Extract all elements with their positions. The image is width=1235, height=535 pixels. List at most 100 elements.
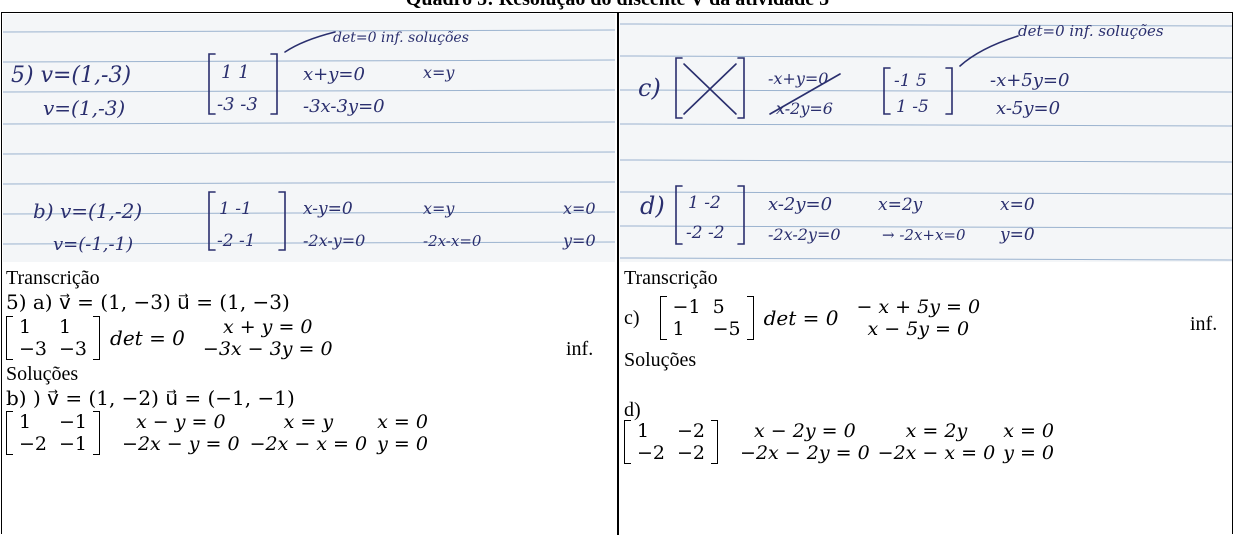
left-row-a: 1 1 −3 −3 det = 0 x + y = 0 −3x − 3y = 0: [6, 316, 333, 360]
svg-text:-2x-y=0: -2x-y=0: [303, 231, 365, 250]
matrix-b-cell: 1: [19, 411, 32, 433]
hw-d-sys1: x-2y=0: [768, 194, 832, 215]
system-b-eq2: −2x − y = 0: [122, 433, 240, 455]
matrix-d-cell: −2: [677, 420, 706, 442]
col-b3-eq1: x = 0: [377, 411, 428, 433]
left-line-b: b) ) v⃗ = (1, −2) u⃗ = (−1, −1): [6, 386, 295, 410]
system-a-eq1: x + y = 0: [222, 316, 313, 338]
hw-a-notes: det=0 inf. soluções: [333, 30, 469, 46]
system-a: x + y = 0 −3x − 3y = 0: [203, 316, 333, 360]
system-b-eq1: x − y = 0: [136, 411, 226, 433]
svg-text:-2 -1: -2 -1: [217, 231, 256, 251]
matrix-c-cell: 1: [672, 318, 685, 340]
system-d-eq1: x − 2y = 0: [754, 420, 856, 442]
hw-b-v: b) v=(1,-2): [33, 199, 142, 223]
system-c: − x + 5y = 0 x − 5y = 0: [856, 296, 980, 340]
handwritten-photo-right: c) -x+y=0 x-2y=6 -1 5 1 -5 -x+5y=0 x-5y=…: [620, 14, 1232, 262]
svg-text:1 -1: 1 -1: [219, 199, 252, 219]
right-row-d: 1−2 −2−2 x − 2y = 0 −2x − 2y = 0 x = 2y …: [624, 420, 1054, 464]
col-b3-eq2: y = 0: [377, 433, 428, 455]
inf-c: inf.: [1190, 313, 1218, 335]
left-transcription-label: Transcrição: [6, 267, 100, 289]
matrix-d-cell: −2: [637, 442, 666, 464]
handwritten-photo-left: 5) v=(1,-3) v=(1,-3) 1 1 -3 -3 x+y=0 -3x…: [3, 14, 615, 262]
figure-title: Quadro 5: Resolução do discente V da ati…: [0, 0, 1235, 10]
label-d: d): [624, 399, 641, 421]
svg-text:-1 5: -1 5: [894, 71, 927, 91]
svg-text:→ -2x+x=0: → -2x+x=0: [882, 226, 966, 244]
hw-c-sys2: x-5y=0: [996, 98, 1060, 119]
svg-text:1 1: 1 1: [221, 62, 250, 83]
svg-text:-3 -3: -3 -3: [217, 94, 258, 115]
system-d-eq2: −2x − 2y = 0: [740, 442, 870, 464]
matrix-a-cell: −3: [19, 338, 48, 360]
col-d2-eq2: −2x − x = 0: [877, 442, 996, 464]
hw-d-label: d): [640, 192, 665, 220]
svg-text:x=0: x=0: [563, 199, 596, 218]
svg-text:y=0: y=0: [999, 225, 1035, 245]
column-divider: [617, 12, 619, 535]
col-b2-eq2: −2x − x = 0: [249, 433, 368, 455]
hw-a-u: v=(1,-3): [43, 96, 125, 120]
matrix-d: 1−2 −2−2: [624, 420, 719, 464]
col-d3: x = 0 y = 0: [1003, 420, 1054, 464]
right-transcription-label: Transcrição: [624, 267, 718, 289]
col-d2-eq1: x = 2y: [905, 420, 968, 442]
svg-text:1 -2: 1 -2: [688, 193, 721, 213]
system-d: x − 2y = 0 −2x − 2y = 0: [740, 420, 870, 464]
matrix-a: 1 1 −3 −3: [6, 316, 101, 360]
system-a-eq2: −3x − 3y = 0: [202, 338, 333, 360]
matrix-b-cell: −1: [59, 433, 88, 455]
svg-text:-x+y=0: -x+y=0: [768, 69, 828, 88]
left-row-b: 1 −1 −2 −1 x − y = 0 −2x − y = 0 x = y −2x…: [6, 411, 428, 455]
matrix-c-cell: 5: [712, 296, 725, 318]
hw-c-sys1: -x+5y=0: [990, 70, 1069, 91]
col-b3: x = 0 y = 0: [377, 411, 428, 455]
svg-text:x=y: x=y: [423, 63, 455, 82]
matrix-c: −1 5 1 −5: [659, 296, 754, 340]
matrix-a-cell: −3: [59, 338, 88, 360]
hw-a-v: 5) v=(1,-3): [11, 63, 131, 88]
matrix-d-cell: −2: [677, 442, 706, 464]
col-d3-eq1: x = 0: [1003, 420, 1055, 442]
svg-text:x-y=0: x-y=0: [303, 199, 353, 219]
system-b: x − y = 0 −2x − y = 0: [122, 411, 240, 455]
matrix-b-cell: −1: [59, 411, 88, 433]
svg-text:y=0: y=0: [562, 231, 596, 250]
col-d3-eq2: y = 0: [1003, 442, 1055, 464]
matrix-d-cell: 1: [637, 420, 650, 442]
inf-a: inf.: [566, 338, 594, 360]
matrix-a-cell: 1: [19, 316, 32, 338]
matrix-a-cell: 1: [59, 316, 72, 338]
col-b2: x = y −2x − x = 0: [250, 411, 368, 455]
hw-a-sys1: x+y=0: [303, 64, 365, 85]
svg-text:-2 -2: -2 -2: [686, 223, 725, 243]
hw-c-label: c): [638, 74, 661, 102]
hw-d-sys2: -2x-2y=0: [768, 225, 841, 244]
solucoes-a: Soluções: [6, 363, 79, 385]
matrix-c-cell: −1: [672, 296, 701, 318]
hw-a-sys2: -3x-3y=0: [303, 96, 385, 117]
label-c: c): [624, 306, 640, 329]
svg-text:x=y: x=y: [423, 199, 455, 218]
col-b2-eq1: x = y: [283, 411, 334, 433]
svg-text:-2x-x=0: -2x-x=0: [423, 232, 482, 250]
hw-a-matrix: [208, 53, 278, 115]
right-row-c: c) −1 5 1 −5 det = 0 − x + 5y = 0 x − 5y =…: [624, 296, 980, 340]
solucoes-c: Soluções: [624, 349, 697, 371]
matrix-b: 1 −1 −2 −1: [6, 411, 101, 455]
svg-text:x=0: x=0: [1000, 195, 1035, 215]
left-line-a: 5) a) v⃗ = (1, −3) u⃗ = (1, −3): [6, 290, 290, 314]
det-c: det = 0: [763, 306, 839, 330]
hw-b-u: v=(-1,-1): [53, 234, 133, 255]
matrix-b-cell: −2: [19, 433, 48, 455]
matrix-c-cell: −5: [712, 318, 741, 340]
det-a: det = 0: [110, 326, 185, 350]
system-c-eq1: − x + 5y = 0: [856, 296, 981, 318]
hw-c-notes: det=0 inf. soluções: [1018, 22, 1164, 40]
svg-text:x=2y: x=2y: [878, 195, 923, 215]
svg-text:x-2y=6: x-2y=6: [776, 99, 833, 118]
svg-text:1 -5: 1 -5: [896, 97, 929, 117]
col-d2: x = 2y −2x − x = 0: [878, 420, 996, 464]
system-c-eq2: x − 5y = 0: [867, 318, 970, 340]
